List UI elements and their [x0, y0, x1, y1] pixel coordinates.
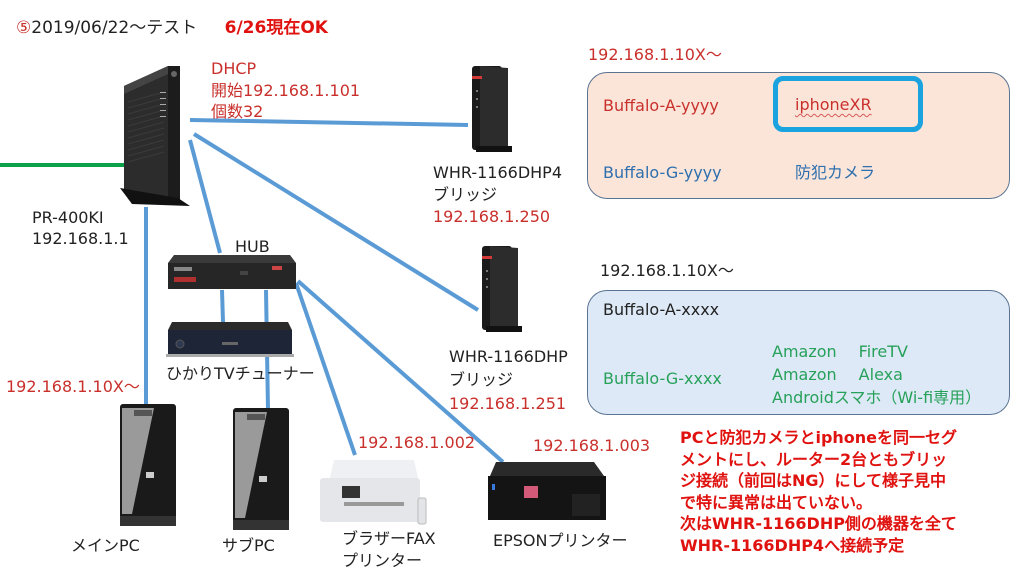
note-line: メントにし、ルーター2台ともブリッ [680, 449, 948, 469]
status-note: PCと防犯カメラとiphoneを同一セグ メントにし、ルーター2台ともブリッ ジ… [680, 427, 1024, 556]
note-line: 次はWHR-1166DHP側の機器を全て [680, 514, 957, 533]
device-name: （Wi-fi専用） [881, 388, 982, 407]
router-model: PR-400KI [32, 208, 104, 227]
epson-printer-icon [488, 462, 606, 520]
router-ip: 192.168.1.1 [32, 229, 129, 248]
wifi-zone-a [587, 72, 1010, 199]
ap2-ip: 192.168.1.251 [449, 394, 567, 413]
note-line: WHR-1166DHP4へ接続予定 [680, 535, 905, 555]
epson-ip: 192.168.1.003 [533, 436, 651, 455]
pcs-ip-range: 192.168.1.10X～ [6, 377, 140, 396]
epson-label: EPSONプリンター [493, 531, 628, 550]
status-ok: 6/26現在OK [224, 18, 328, 38]
wifi-zone-b [587, 290, 1010, 415]
device-brand: Amazon [772, 342, 837, 361]
line-router-hub [188, 139, 222, 254]
line-router-ap1 [189, 118, 469, 127]
wifi-router-ap2-icon [482, 246, 522, 332]
zone-b-ssid-a: Buffalo-A-xxxx [603, 300, 720, 319]
note-line: ジ接続（前回はNG）にして様子見中 [680, 471, 947, 490]
note-line: で特に異常は出ていない。 [680, 492, 873, 512]
zone-a-ip-range: 192.168.1.10X～ [588, 45, 722, 64]
zone-b-device: Amazon Alexa [772, 364, 903, 385]
note-line: PCと防犯カメラとiphoneを同一セグ [680, 428, 958, 447]
fax-label-line2: プリンター [342, 551, 423, 570]
ap1-mode: ブリッジ [433, 185, 498, 204]
fax-label-line1: ブラザーFAX [342, 529, 436, 548]
zone-b-device: Amazon FireTV [772, 341, 908, 362]
main-pc-label: メインPC [71, 536, 140, 555]
zone-b-device: Androidスマホ（Wi-fi専用） [772, 387, 981, 408]
dhcp-label: DHCP [211, 59, 257, 78]
zone-a-camera: 防犯カメラ [795, 163, 876, 182]
device-brand: Androidスマホ [772, 388, 882, 407]
title: ⑤2019/06/22～テスト 6/26現在OK [16, 18, 328, 39]
device-brand: Amazon [772, 365, 837, 384]
ap2-mode: ブリッジ [449, 370, 514, 389]
device-name: FireTV [858, 342, 908, 361]
wifi-router-ap1-icon [472, 66, 512, 152]
fax-printer-icon [320, 460, 427, 525]
tv-tuner-label: ひかりTVチューナー [166, 364, 315, 383]
tv-tuner-icon [166, 322, 294, 357]
zone-a-ssid-g: Buffalo-G-yyyy [603, 163, 722, 182]
router-icon [120, 66, 190, 206]
ap2-model: WHR-1166DHP [449, 347, 568, 366]
fax-ip: 192.168.1.002 [358, 433, 476, 452]
sub-pc-icon [233, 408, 289, 530]
line-hub-epson [296, 279, 505, 464]
ap1-ip: 192.168.1.250 [433, 207, 551, 226]
zone-a-ssid-a: Buffalo-A-yyyy [603, 95, 719, 116]
iphone-highlight-box [773, 76, 923, 132]
dhcp-start: 開始192.168.1.101 [211, 81, 361, 100]
step-number: ⑤ [16, 18, 32, 38]
device-name: Alexa [858, 365, 903, 384]
line-router-ap2 [192, 132, 480, 312]
zone-a-iphone: iphoneXR [795, 95, 872, 114]
network-hub-icon [168, 255, 296, 289]
test-date-range: 2019/06/22～テスト [31, 18, 198, 38]
dhcp-count: 個数32 [211, 102, 264, 121]
ap1-model: WHR-1166DHP4 [433, 163, 562, 182]
zone-b-ssid-g: Buffalo-G-xxxx [603, 369, 722, 388]
line-hub-tuner [220, 289, 225, 323]
main-pc-icon [120, 404, 176, 526]
ssid-text: Buffalo-A-yyyy [603, 96, 719, 115]
zone-b-ip-range: 192.168.1.10X～ [600, 261, 734, 280]
line-hub-fax [294, 282, 357, 456]
hub-label: HUB [235, 237, 270, 256]
sub-pc-label: サブPC [222, 536, 275, 555]
